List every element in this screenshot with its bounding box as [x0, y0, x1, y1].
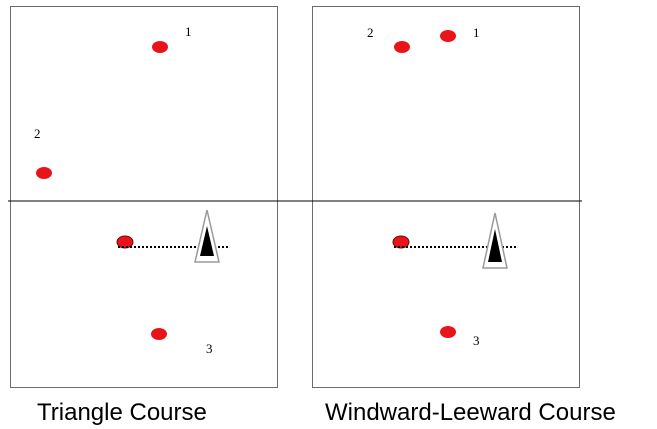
committee-boat-icon: [194, 209, 220, 263]
windward-leeward-course-caption: Windward-Leeward Course: [325, 399, 616, 426]
mark-label-1: 1: [185, 24, 192, 39]
mark-label-3: 3: [206, 341, 213, 356]
mark-label-2: 2: [367, 25, 374, 40]
windward-leeward-course-panel: [312, 6, 580, 388]
mark-label-2: 2: [34, 126, 41, 141]
mark-label-1: 1: [473, 25, 480, 40]
mark-2: [394, 41, 410, 53]
triangle-course-caption: Triangle Course: [37, 399, 207, 426]
start-mark-icon: [116, 235, 134, 249]
mark-2: [36, 167, 52, 179]
start-mark-icon: [392, 235, 410, 249]
committee-boat-icon: [482, 212, 508, 269]
mark-1: [440, 30, 456, 42]
mark-3: [440, 326, 456, 338]
mark-1: [152, 41, 168, 53]
mark-label-3: 3: [473, 333, 480, 348]
triangle-course-panel: [10, 6, 278, 388]
mark-3: [151, 328, 167, 340]
